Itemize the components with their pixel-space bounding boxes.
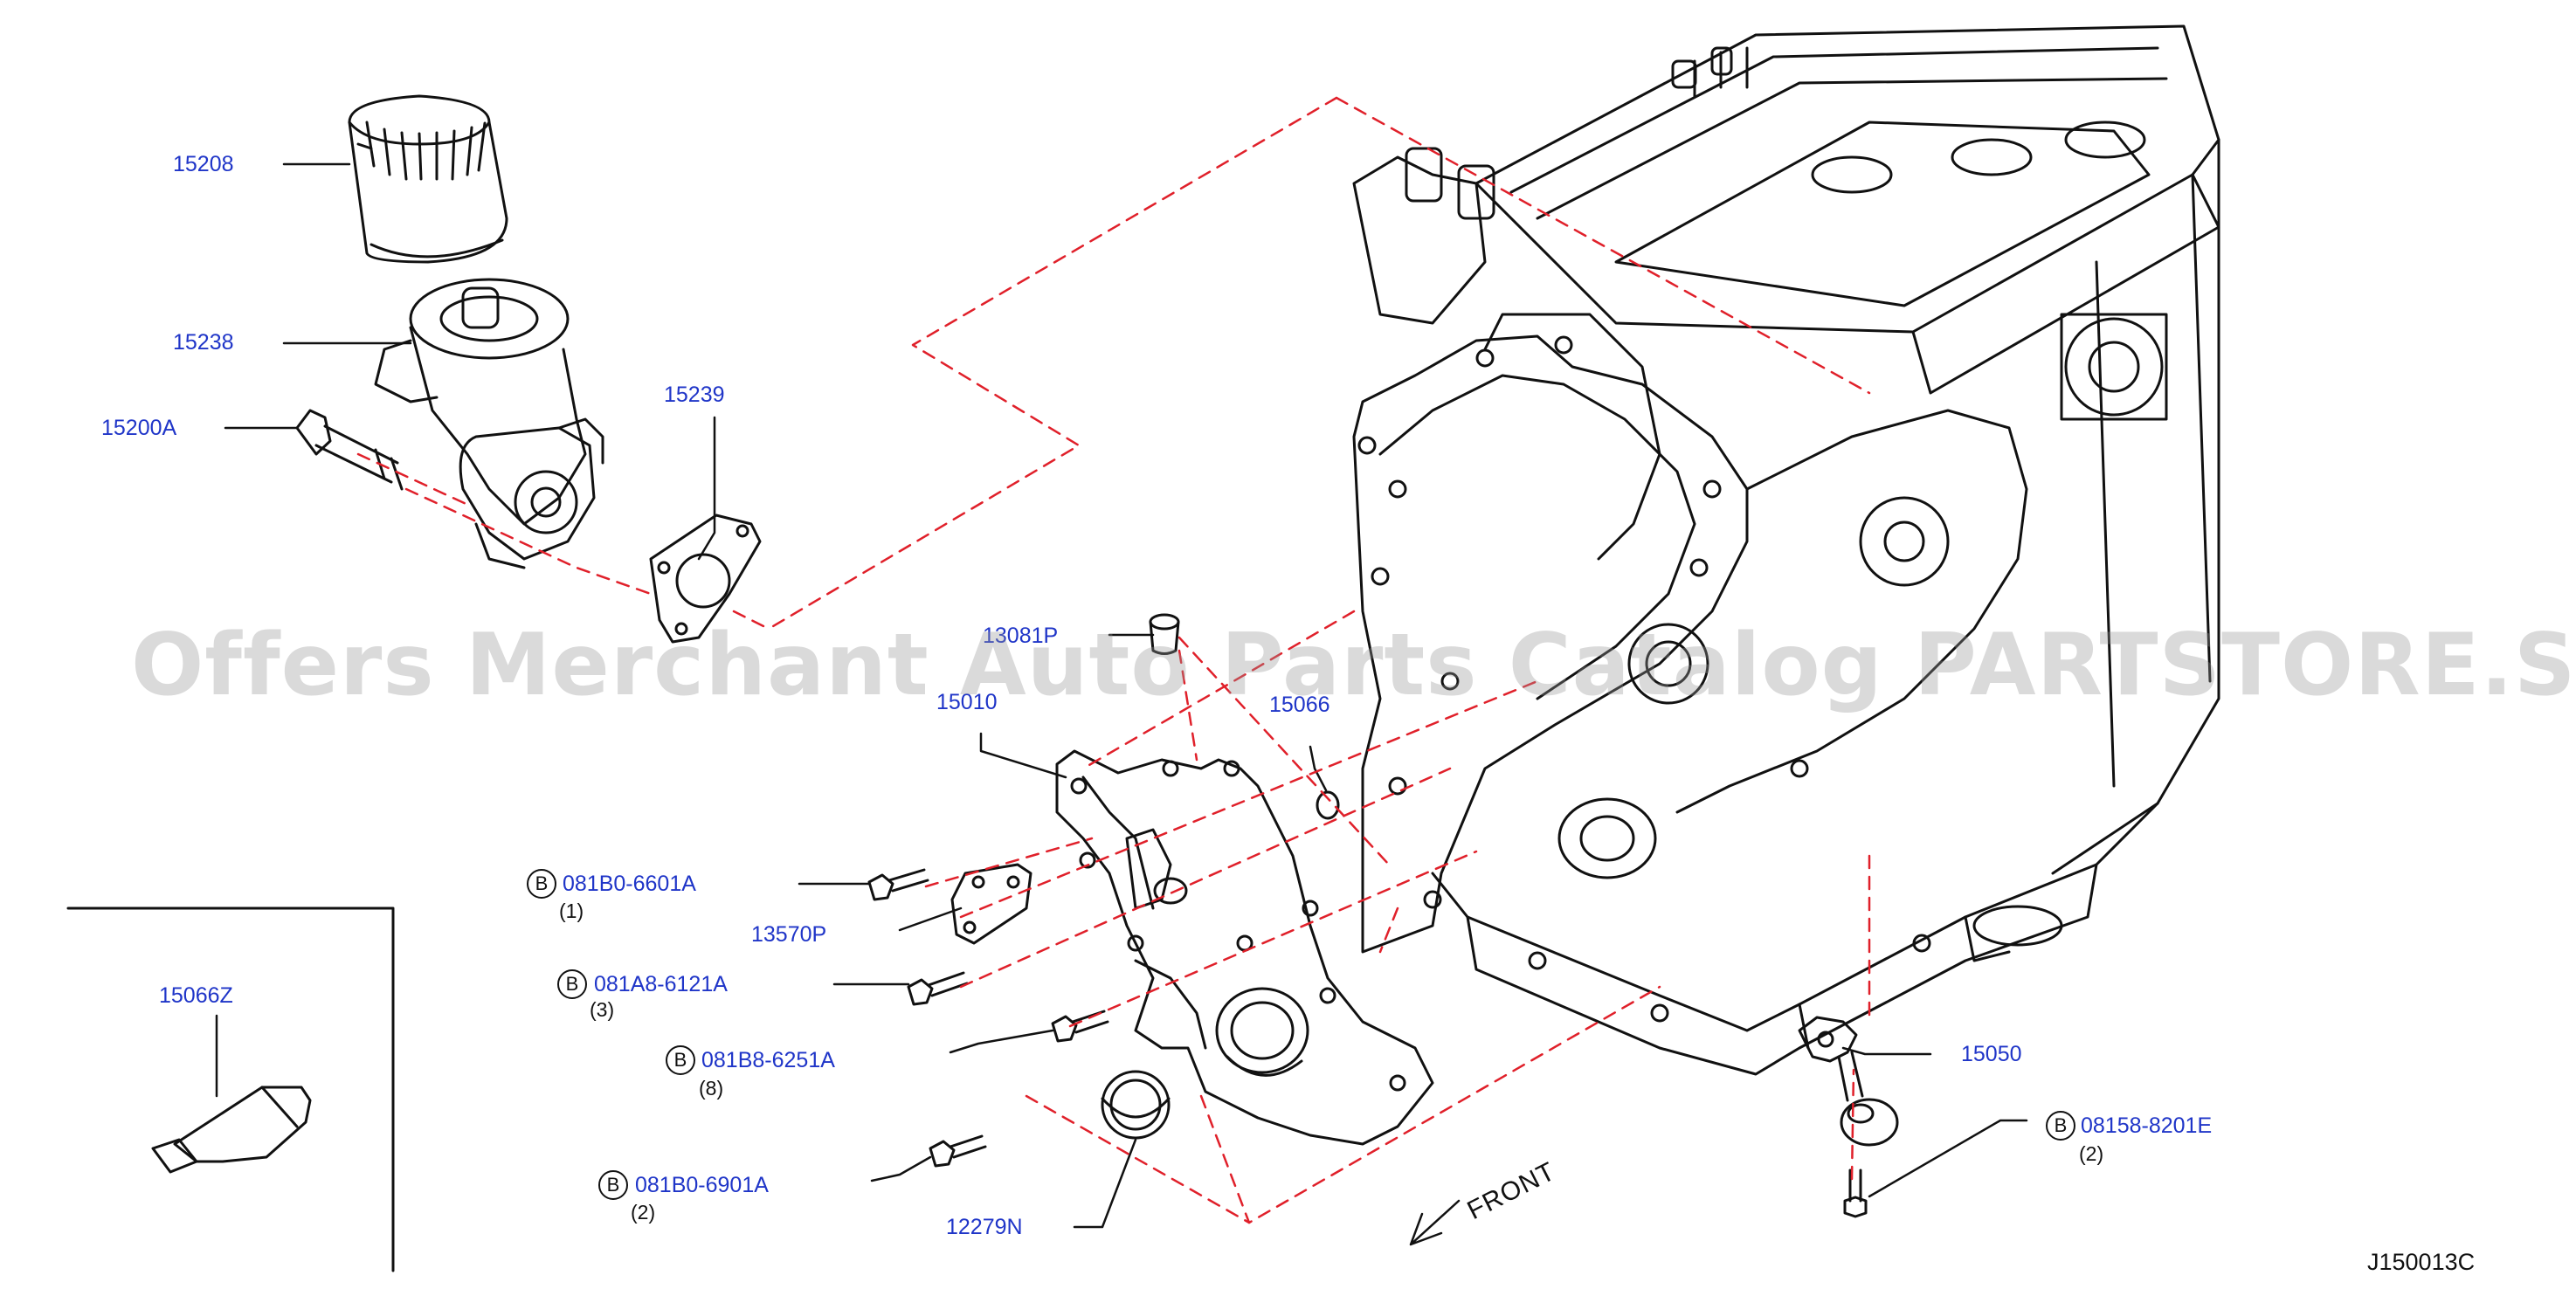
o-ring-illustration [1316,790,1340,820]
oil-strainer-illustration [1798,1016,1899,1147]
bolt-symbol-081B0-6901A: B [598,1170,628,1200]
bolt-symbol-08158-8201E: B [2046,1111,2075,1141]
bolt-label-08158-8201E[interactable]: 08158-8201E [2081,1113,2213,1138]
sealant-tube-illustration [151,1086,312,1174]
bolt-qty-081B0-6901A: (2) [631,1201,656,1224]
oil-filter-bracket-illustration [374,278,604,569]
bolt-symbol-081B0-6601A: B [527,869,556,899]
sealant-frame [66,907,395,1272]
oil-pump-illustration [1055,749,1434,1146]
watermark-text: Offers Merchant Auto Parts Catalog PARTS… [131,616,2576,715]
engine-block-illustration [1352,24,2220,1076]
bolt-qty-08158-8201E: (2) [2079,1142,2104,1165]
diagram-code: J150013C [2367,1249,2476,1275]
plug-illustration [1149,613,1180,655]
bolt-label-081B0-6901A[interactable]: 081B0-6901A [635,1173,769,1197]
part-label-15238[interactable]: 15238 [173,330,234,355]
part-label-15050[interactable]: 15050 [1961,1042,2022,1066]
small-bolts-illustration [867,868,1868,1218]
part-label-15066[interactable]: 15066 [1269,693,1330,717]
bolt-label-081B0-6601A[interactable]: 081B0-6601A [563,872,696,896]
part-label-12279N[interactable]: 12279N [946,1215,1023,1239]
bolt-label-081B8-6251A[interactable]: 081B8-6251A [701,1048,835,1072]
bolt-qty-081A8-6121A: (3) [590,998,615,1021]
bolt-qty-081B0-6601A: (1) [559,900,584,922]
oil-seal-illustration [1101,1070,1171,1140]
part-label-13570P[interactable]: 13570P [751,922,827,947]
bolt-symbol-081B8-6251A: B [666,1045,695,1075]
part-label-13081P[interactable]: 13081P [983,624,1059,648]
part-label-15066Z[interactable]: 15066Z [159,983,233,1008]
bolt-qty-081B8-6251A: (8) [699,1077,724,1100]
long-bolt-illustration [295,409,404,491]
part-label-15200A[interactable]: 15200A [101,416,177,440]
oil-filter-illustration [348,94,508,264]
alignment-dashed-lines [356,96,1871,1224]
bolt-label-081A8-6121A[interactable]: 081A8-6121A [594,972,728,996]
leader-lines [215,162,2028,1246]
part-label-15010[interactable]: 15010 [936,690,998,714]
bolt-symbol-081A8-6121A: B [557,969,587,999]
part-label-15239[interactable]: 15239 [664,383,725,407]
filter-gasket-illustration [649,514,762,644]
part-label-15208[interactable]: 15208 [173,152,234,176]
